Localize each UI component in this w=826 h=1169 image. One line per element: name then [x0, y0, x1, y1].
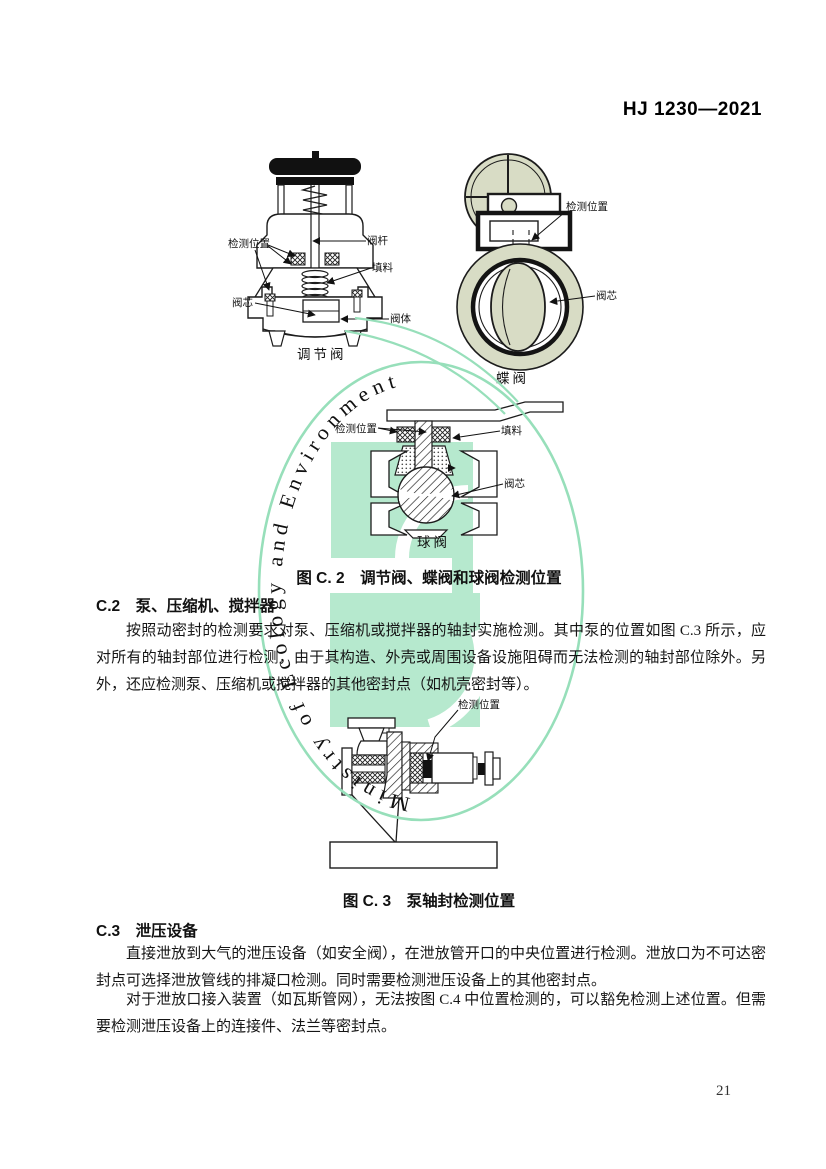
label-packing: 填料 — [372, 261, 393, 274]
label-valve-plug: 阀芯 — [596, 289, 617, 302]
label-valve-stem: 阀杆 — [367, 234, 388, 247]
pump-diagram: 检测位置 — [329, 698, 501, 869]
section-c2-paragraph: 按照动密封的检测要求对泵、压缩机或搅拌器的轴封实施检测。其中泵的位置如图 C.3… — [96, 623, 766, 693]
figure-c3-caption: 图 C. 3 泵轴封检测位置 — [342, 893, 516, 910]
caption-regulating-valve: 调节阀 — [297, 347, 347, 362]
label-detect-position: 检测位置 — [335, 422, 377, 435]
label-valve-body: 阀体 — [390, 312, 411, 325]
caption-butterfly-valve: 蝶阀 — [496, 371, 529, 386]
label-detect-position: 检测位置 — [228, 237, 270, 250]
label-valve-plug: 阀芯 — [504, 477, 525, 490]
section-c3-paragraph-2: 对于泄放口接入装置（如瓦斯管网），无法按图 C.4 中位置检测的，可以豁免检测上… — [96, 992, 766, 1035]
caption-ball-valve: 球阀 — [417, 535, 450, 550]
doc-number: HJ 1230—2021 — [622, 99, 762, 120]
regulating-valve-diagram: 检测位置 阀杆 填料 阀芯 阀体 调节阀 — [228, 151, 411, 362]
page-number: 21 — [716, 1083, 731, 1099]
section-c3-heading: C.3 泄压设备 — [96, 923, 198, 940]
section-c3-paragraph-1: 直接泄放到大气的泄压设备（如安全阀），在泄放管开口的中央位置进行检测。泄放口为不… — [96, 946, 766, 989]
label-packing: 填料 — [501, 424, 522, 437]
label-detect-position: 检测位置 — [458, 698, 500, 711]
butterfly-valve-diagram: 检测位置 阀芯 蝶阀 — [456, 153, 617, 386]
figure-c2-caption: 图 C. 2 调节阀、蝶阀和球阀检测位置 — [296, 570, 562, 587]
ball-valve-diagram: 检测位置 填料 阀芯 球阀 — [335, 401, 564, 550]
section-c2-heading: C.2 泵、压缩机、搅拌器 — [96, 598, 276, 615]
label-valve-plug: 阀芯 — [232, 296, 253, 309]
label-detect-position: 检测位置 — [566, 200, 608, 213]
